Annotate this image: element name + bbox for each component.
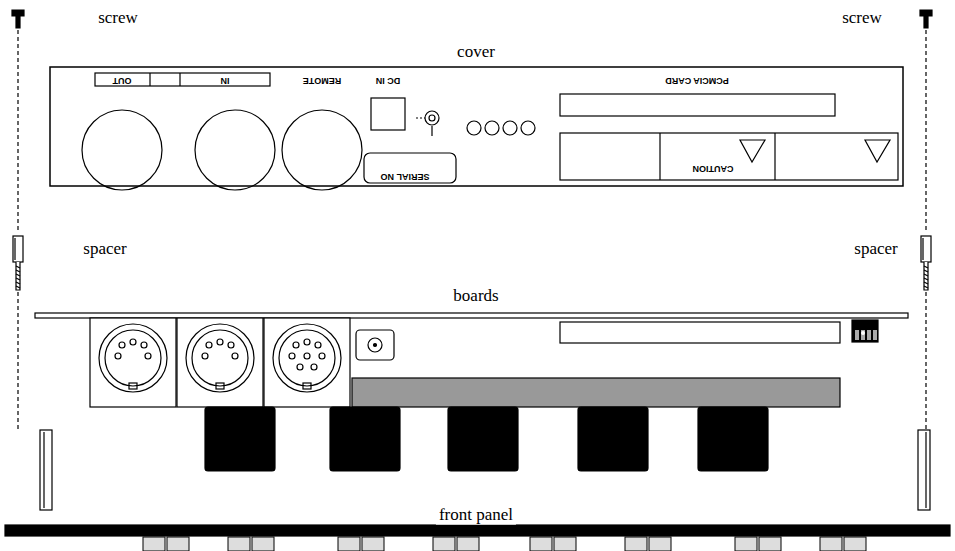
- panel-marking: PCMCIA CARD: [665, 75, 729, 85]
- panel-marking: DC IN: [376, 75, 401, 85]
- panel-marking: SERIAL NO: [381, 171, 430, 181]
- part-name: spacer: [80, 240, 129, 259]
- panel-marking: IN: [221, 75, 230, 85]
- panel-marking: OUT: [113, 75, 132, 85]
- panel-marking: REMOTE: [303, 75, 342, 85]
- part-name: boards: [450, 287, 501, 306]
- part-name: screw: [95, 9, 141, 28]
- panel-marking: CAUTION: [693, 163, 734, 173]
- part-name: cover: [454, 43, 498, 62]
- part-name: spacer: [851, 240, 900, 259]
- part-name: screw: [839, 9, 885, 28]
- part-name: front panel: [436, 506, 516, 525]
